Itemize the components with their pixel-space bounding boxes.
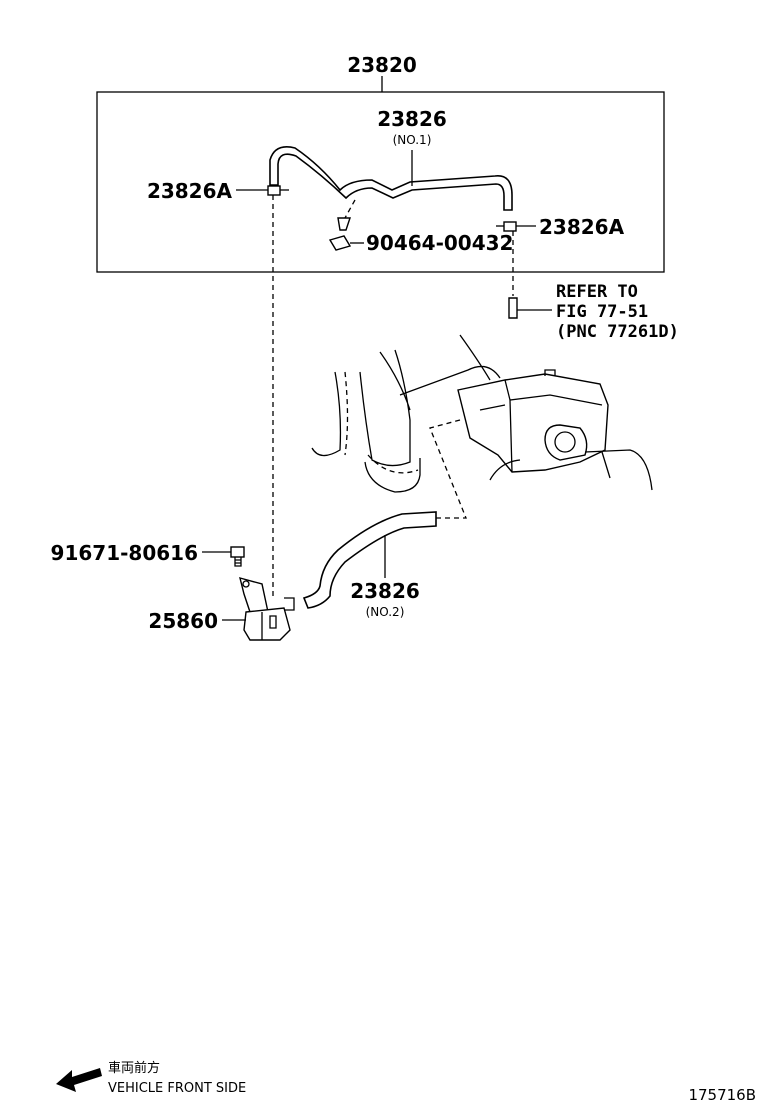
assembly-group: 23820 [96,53,665,273]
label-assembly: 23820 [347,53,417,77]
clip-shape-lower [328,235,352,251]
label-clamp-right: 23826A [539,215,625,239]
canister-top-detail [479,369,603,473]
clamp-left: 23826A [147,179,289,203]
clip-dash [344,199,356,219]
bolt: 91671-80616 [51,541,245,567]
label-hose-no1-sub: (NO.1) [393,133,432,147]
direction-jp: 車両前方 [108,1060,160,1076]
label-bolt: 91671-80616 [51,541,198,565]
guide-hose-to-canister [429,419,467,519]
canister-port-ring [554,431,576,453]
refer-connector: REFER TO FIG 77-51 (PNC 77261D) [508,282,679,342]
canister-body [457,373,609,473]
clamp-left-body [267,185,281,196]
label-clip: 90464-00432 [366,231,513,255]
valve-detail [261,597,295,640]
left-arrow-icon [56,1068,102,1092]
bolt-shank [234,557,242,567]
clip: 90464-00432 [328,199,513,255]
engine-dashed-edge [344,371,419,474]
clamp-right: 23826A [496,215,625,239]
direction-indicator: 車両前方 VEHICLE FRONT SIDE [56,1060,246,1096]
engine-outline-left [311,349,411,467]
label-hose-no2-sub: (NO.2) [366,605,405,619]
hose-no1: 23826 (NO.1) [269,107,513,211]
clip-shape-upper [337,217,351,231]
label-refer-1: REFER TO [556,282,638,302]
engine-outline-right [489,449,653,491]
figure-id: 175716B [688,1086,756,1104]
hose-no2-tube [302,511,437,609]
assembly-frame [96,91,665,273]
valve-bracket-hole [242,580,250,588]
valve-bracket [239,577,269,613]
label-valve: 25860 [148,609,218,633]
label-hose-no1: 23826 [377,107,447,131]
hose-no2: 23826 (NO.2) [302,511,437,619]
hose-no1-tube [269,146,513,211]
bolt-head [230,546,245,558]
canister-port [544,424,588,461]
label-clamp-left: 23826A [147,179,233,203]
label-hose-no2: 23826 [350,579,420,603]
label-refer-3: (PNC 77261D) [556,322,679,342]
direction-en: VEHICLE FRONT SIDE [108,1081,246,1096]
valve: 25860 [148,577,295,641]
label-refer-2: FIG 77-51 [556,302,648,322]
engine-outline-mid [364,334,501,493]
clamp-right-body [503,221,517,232]
valve-body [243,607,291,641]
refer-connector-pipe [508,297,518,319]
engine-body-outline [311,334,653,493]
